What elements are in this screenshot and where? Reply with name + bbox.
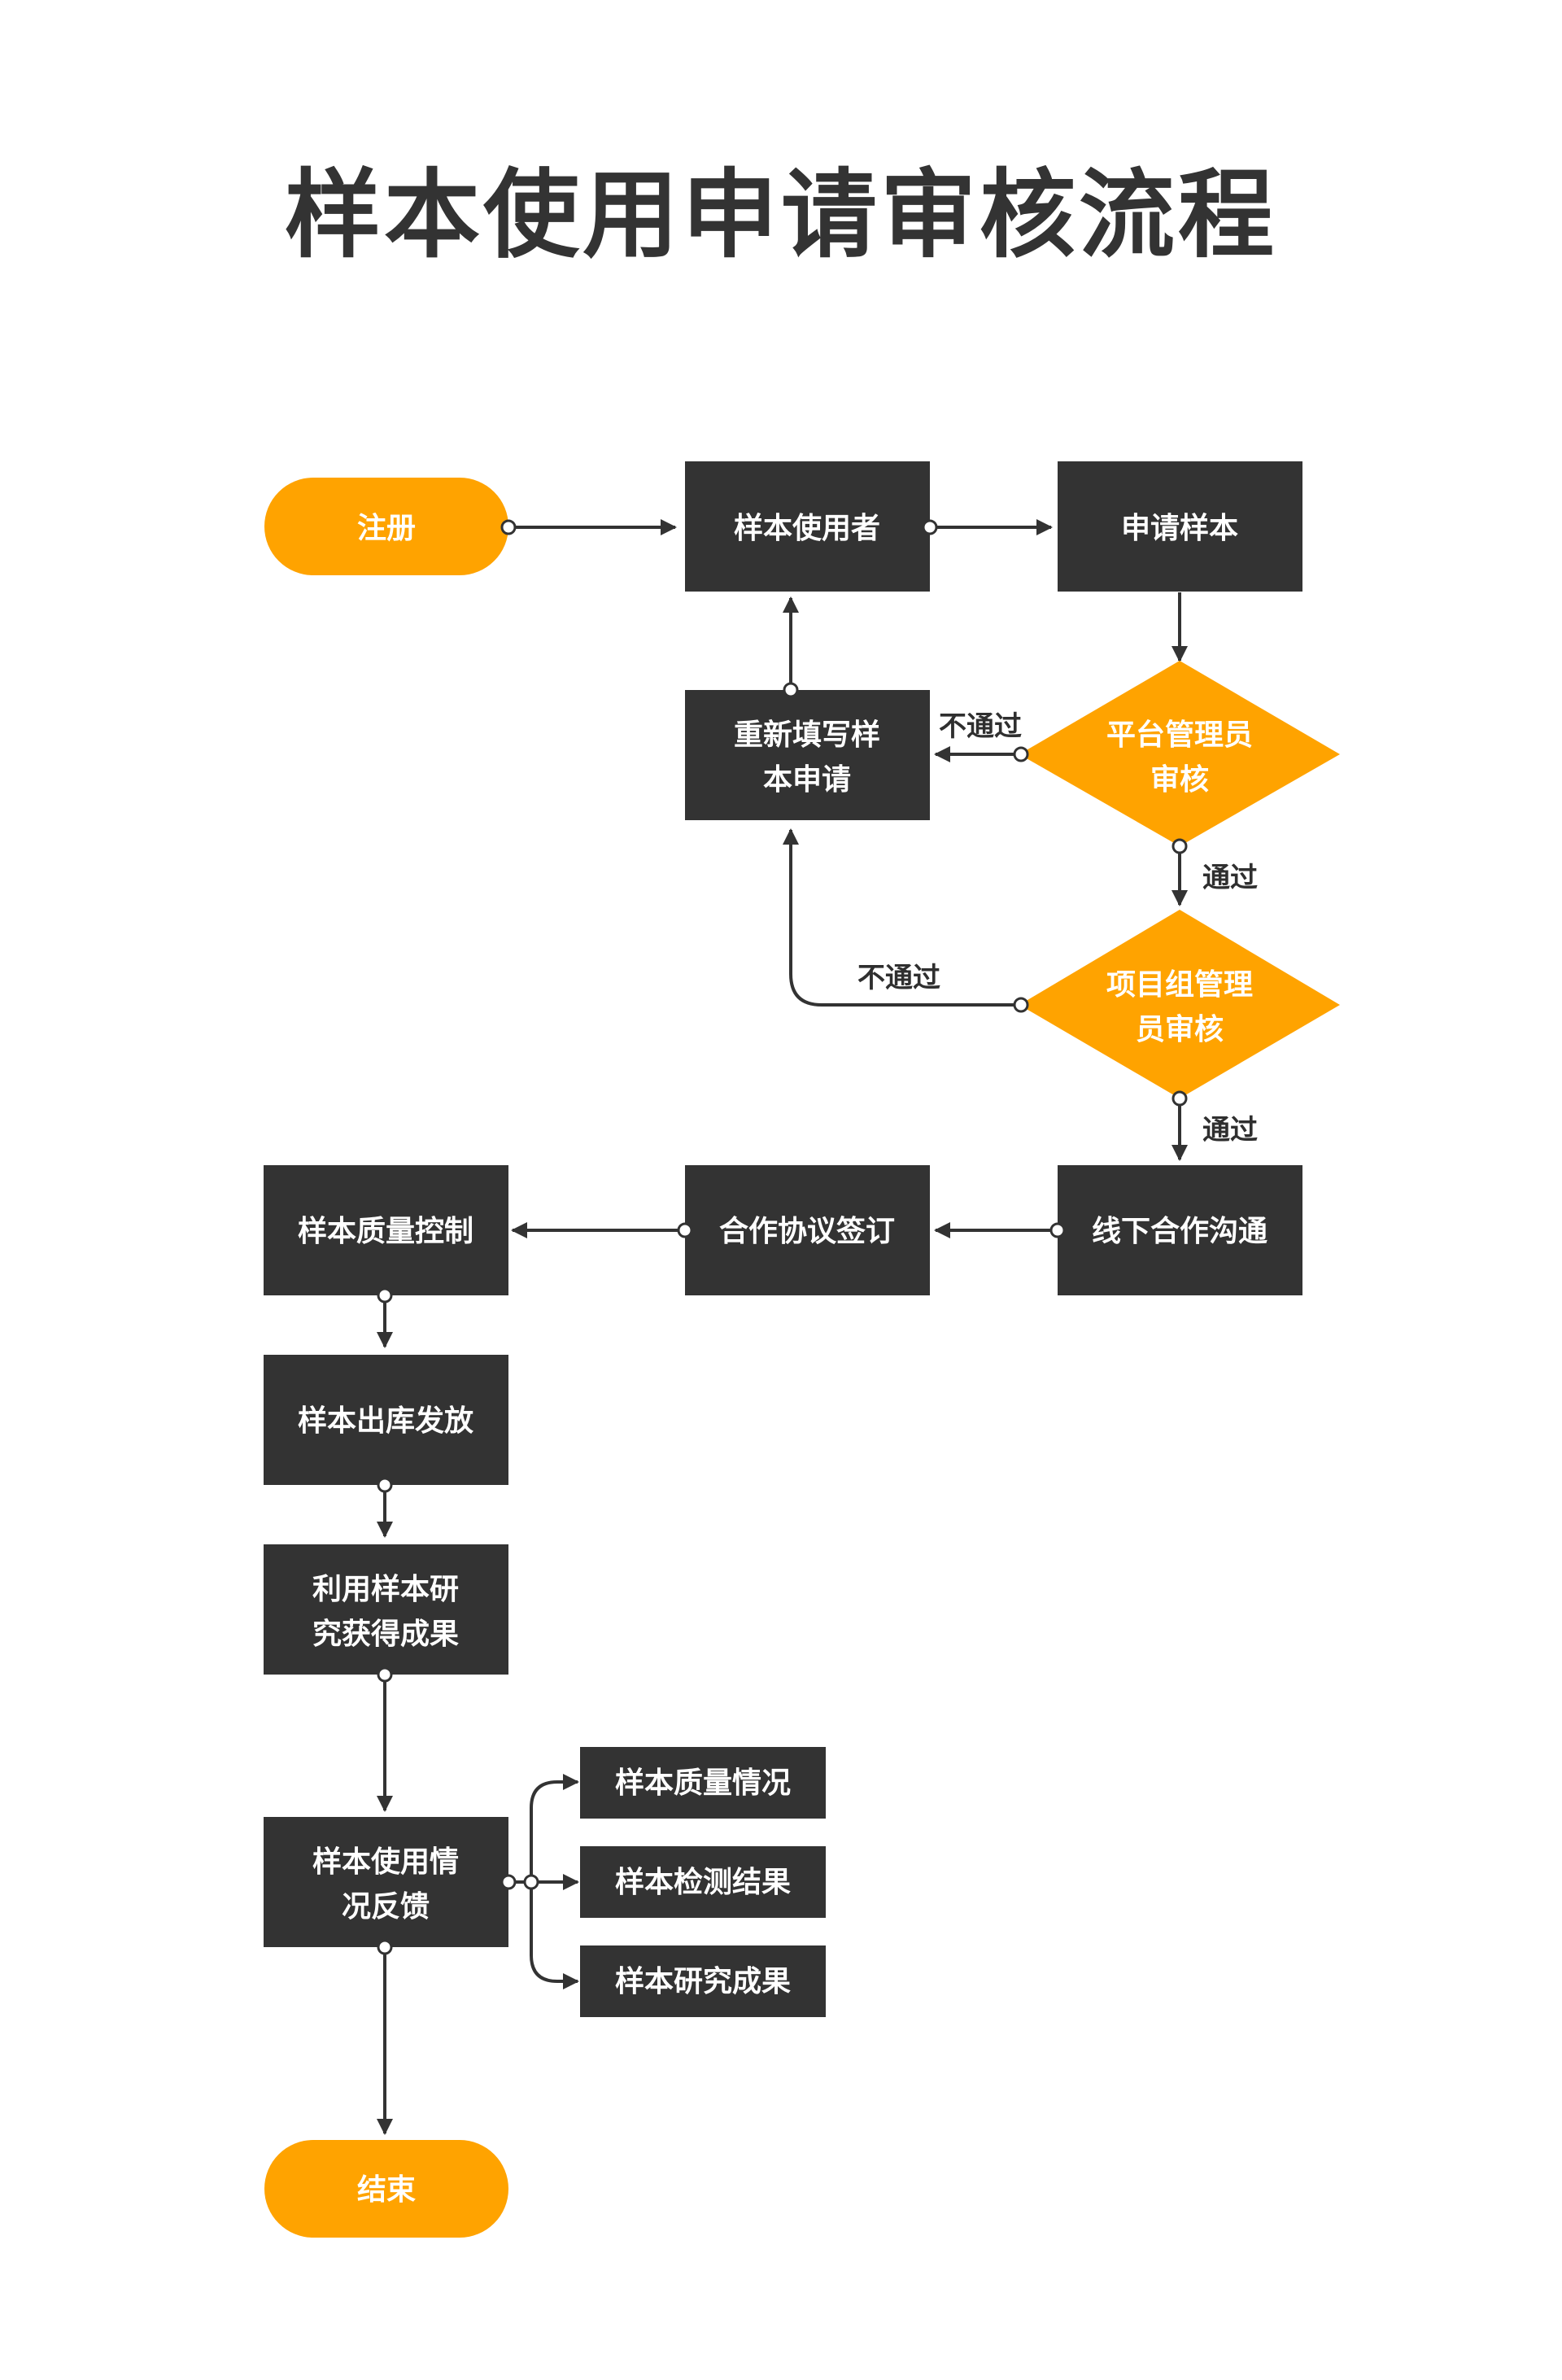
edge-label-project-pass: 通过 <box>1202 1114 1258 1146</box>
node-platform-review-label-1: 平台管理员 <box>1106 718 1253 752</box>
dot-research-bottom <box>377 1666 393 1683</box>
node-project-review: 项目组管理 员审核 <box>1019 910 1340 1098</box>
node-end: 结束 <box>264 2140 508 2238</box>
node-feedback-research: 样本研究成果 <box>580 1945 826 2017</box>
node-research-label-2: 究获得成果 <box>312 1618 459 1651</box>
node-outbound: 样本出库发放 <box>264 1355 508 1485</box>
node-register-label: 注册 <box>357 512 416 545</box>
node-offline-comm-label: 线下合作沟通 <box>1092 1215 1267 1248</box>
dot-refill-top <box>783 682 799 698</box>
node-apply-sample: 申请样本 <box>1058 461 1302 592</box>
dot-agreement-left <box>677 1222 693 1238</box>
dot-feedback-bottom <box>377 1939 393 1955</box>
edge-label-project-fail: 不通过 <box>857 962 940 994</box>
node-apply-sample-label: 申请样本 <box>1121 512 1238 545</box>
dot-project-bottom <box>1172 1090 1188 1107</box>
node-feedback-label-2: 况反馈 <box>342 1890 430 1924</box>
node-feedback-test-label: 样本检测结果 <box>615 1866 791 1899</box>
dot-outbound-bottom <box>377 1477 393 1493</box>
connectors <box>377 519 1188 2135</box>
node-research-label-1: 利用样本研 <box>312 1573 459 1606</box>
dot-platform-bottom <box>1172 838 1188 854</box>
node-feedback-test: 样本检测结果 <box>580 1846 826 1918</box>
node-refill: 重新填写样 本申请 <box>685 690 930 820</box>
node-quality-control: 样本质量控制 <box>264 1165 508 1295</box>
dot-register-out <box>500 519 517 535</box>
node-project-review-label-2: 员审核 <box>1136 1013 1224 1046</box>
node-register: 注册 <box>264 478 508 575</box>
node-project-review-label-1: 项目组管理 <box>1106 968 1253 1002</box>
node-agreement: 合作协议签订 <box>685 1165 930 1295</box>
dot-offline-left <box>1049 1222 1066 1238</box>
edge-label-platform-fail: 不通过 <box>939 710 1022 743</box>
node-outbound-label: 样本出库发放 <box>298 1404 473 1438</box>
dot-platform-left <box>1013 746 1029 762</box>
node-platform-review: 平台管理员 审核 <box>1019 661 1340 846</box>
edge-feedback-to-quality <box>530 1774 579 1882</box>
node-sample-user-label: 样本使用者 <box>734 512 880 545</box>
node-end-label: 结束 <box>357 2173 416 2207</box>
dot-user-out <box>922 519 938 535</box>
node-platform-review-label-2: 审核 <box>1150 763 1209 797</box>
node-quality-control-label: 样本质量控制 <box>298 1215 473 1248</box>
node-feedback-label-1: 样本使用情 <box>312 1845 459 1879</box>
node-feedback: 样本使用情 况反馈 <box>264 1817 508 1947</box>
edge-feedback-to-research <box>530 1882 579 1989</box>
edge-label-platform-pass: 通过 <box>1202 862 1258 894</box>
node-research: 利用样本研 究获得成果 <box>264 1544 508 1675</box>
edge-project-fail <box>783 828 1021 1007</box>
page-title: 样本使用申请审核流程 <box>285 159 1277 271</box>
dot-feedback-right <box>500 1874 517 1890</box>
dot-feedback-branch <box>523 1874 539 1890</box>
node-feedback-research-label: 样本研究成果 <box>615 1965 791 1998</box>
dot-qc-bottom <box>377 1287 393 1304</box>
node-refill-label-1: 重新填写样 <box>734 718 880 752</box>
connector-dots <box>377 519 1188 1955</box>
node-feedback-quality: 样本质量情况 <box>580 1747 826 1819</box>
dot-project-left <box>1013 997 1029 1013</box>
node-sample-user: 样本使用者 <box>685 461 930 592</box>
node-feedback-quality-label: 样本质量情况 <box>615 1766 791 1800</box>
node-offline-comm: 线下合作沟通 <box>1058 1165 1302 1295</box>
node-agreement-label: 合作协议签订 <box>719 1215 895 1248</box>
node-refill-label-2: 本申请 <box>763 763 851 797</box>
